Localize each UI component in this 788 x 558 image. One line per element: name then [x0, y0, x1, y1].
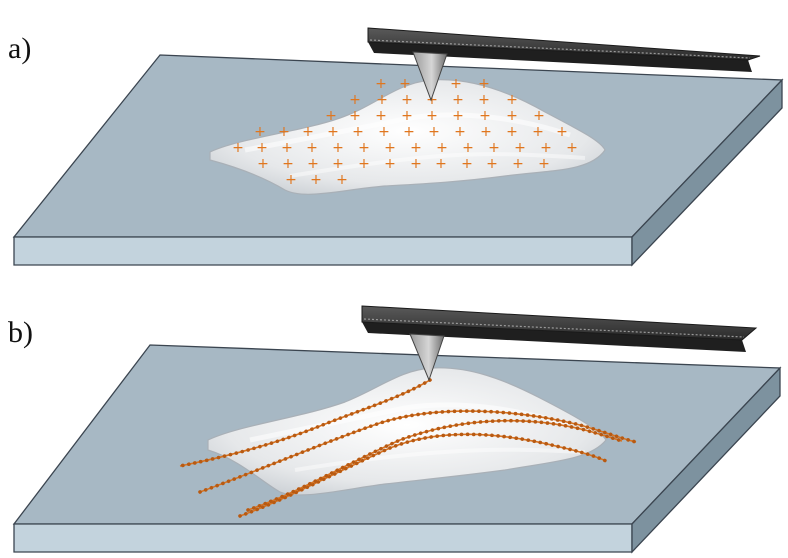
charge-mark: +: [533, 108, 545, 124]
charge-mark: +: [478, 92, 490, 108]
charge-mark: +: [426, 108, 438, 124]
charge-mark: +: [512, 156, 524, 172]
charge-mark: +: [399, 76, 411, 92]
charge-mark: +: [401, 92, 413, 108]
charge-mark: +: [285, 172, 297, 188]
charge-mark: +: [310, 172, 322, 188]
charge-mark: +: [349, 92, 361, 108]
charge-mark: +: [375, 76, 387, 92]
charge-mark: +: [281, 140, 293, 156]
charge-mark: +: [506, 108, 518, 124]
charge-mark: +: [450, 76, 462, 92]
substrate-b-front: [14, 524, 632, 552]
charge-mark: +: [410, 140, 422, 156]
charge-mark: +: [488, 140, 500, 156]
charge-mark: +: [358, 140, 370, 156]
charge-mark: +: [384, 156, 396, 172]
charge-mark: +: [506, 92, 518, 108]
charge-mark: +: [480, 124, 492, 140]
charge-mark: +: [436, 140, 448, 156]
charge-mark: +: [540, 140, 552, 156]
charge-mark: +: [514, 140, 526, 156]
charge-mark: +: [375, 108, 387, 124]
charge-mark: +: [327, 124, 339, 140]
charge-mark: +: [435, 156, 447, 172]
charge-mark: +: [384, 140, 396, 156]
charge-mark: +: [352, 124, 364, 140]
charge-mark: +: [532, 124, 544, 140]
charge-mark: +: [461, 156, 473, 172]
charge-mark: +: [307, 156, 319, 172]
charge-mark: +: [256, 140, 268, 156]
charge-mark: +: [401, 108, 413, 124]
charge-mark: +: [378, 124, 390, 140]
charge-mark: +: [306, 140, 318, 156]
charge-mark: +: [282, 156, 294, 172]
charge-mark: +: [332, 140, 344, 156]
charge-mark: +: [403, 124, 415, 140]
charge-mark: +: [556, 124, 568, 140]
charge-mark: +: [478, 76, 490, 92]
charge-mark: +: [410, 156, 422, 172]
charge-mark: +: [302, 124, 314, 140]
charge-mark: +: [232, 140, 244, 156]
charge-mark: +: [479, 108, 491, 124]
charge-mark: +: [325, 108, 337, 124]
charge-mark: +: [454, 124, 466, 140]
charge-mark: +: [332, 156, 344, 172]
charge-mark: +: [506, 124, 518, 140]
charge-mark: +: [452, 108, 464, 124]
charge-mark: +: [428, 124, 440, 140]
charge-mark: +: [376, 92, 388, 108]
charge-mark: +: [257, 156, 269, 172]
charge-mark: +: [566, 140, 578, 156]
charge-mark: +: [254, 124, 266, 140]
panel-a: ++++++++++++++++++++++++++++++++++++++++…: [14, 28, 782, 265]
charge-mark: +: [462, 140, 474, 156]
charge-mark: +: [278, 124, 290, 140]
charge-mark: +: [538, 156, 550, 172]
substrate-a-front: [14, 237, 632, 265]
charge-mark: +: [358, 156, 370, 172]
charge-mark: +: [452, 92, 464, 108]
charge-mark: +: [486, 156, 498, 172]
charge-mark: +: [349, 108, 361, 124]
charge-mark: +: [336, 172, 348, 188]
panel-b: [14, 306, 780, 552]
